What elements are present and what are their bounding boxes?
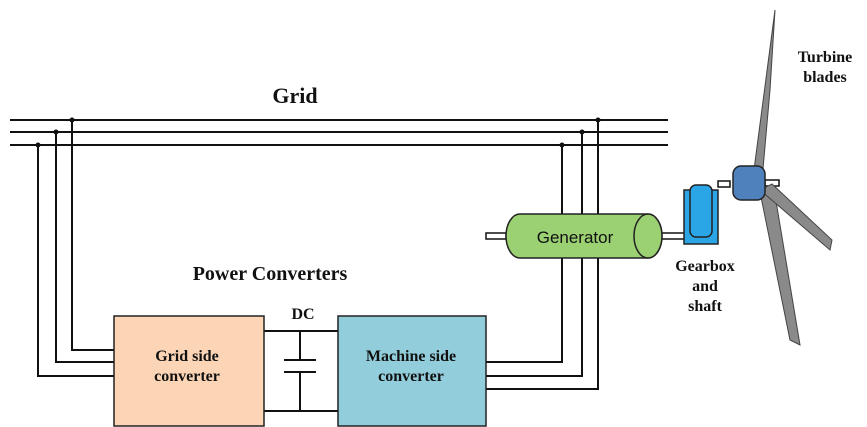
right-wire-3 [486, 120, 599, 390]
gearbox-shaft [717, 180, 731, 188]
dc-label: DC [291, 306, 315, 323]
grid-bus [10, 119, 668, 146]
left-wire-middle [55, 132, 114, 363]
generator-left-shaft [485, 232, 507, 240]
generator-label: Generator [536, 228, 614, 247]
grid-side-converter-label: Grid side converter [154, 348, 220, 385]
junction-dot [53, 129, 59, 135]
right-junction-dots [559, 117, 601, 148]
blade-top [751, 9, 776, 186]
generator-end-cap [633, 213, 663, 259]
blade-lower-right [759, 183, 833, 251]
dc-link [264, 330, 338, 412]
turbine-blades-label: Turbine blades [797, 49, 853, 86]
junction-dot [595, 117, 601, 123]
grid-side-converter-box [113, 315, 265, 427]
gearbox [683, 184, 719, 245]
gearbox-plate-front [689, 184, 713, 238]
junction-dot [559, 142, 565, 148]
left-wire-outer [37, 145, 114, 377]
power-converters-label: Power Converters [192, 263, 348, 285]
machine-side-converter-box [337, 315, 487, 427]
junction-dot [69, 117, 75, 123]
left-feeder-wires [37, 120, 114, 377]
left-junction-dots [35, 117, 75, 148]
junction-dot [579, 129, 585, 135]
machine-side-converter-label: Machine side converter [365, 348, 457, 385]
left-wire-inner [71, 120, 114, 351]
gearbox-shaft-label: Gearbox and shaft [675, 258, 735, 315]
junction-dot [35, 142, 41, 148]
turbine-blades [751, 9, 833, 346]
turbine-hub [732, 165, 766, 201]
grid-label: Grid [272, 83, 318, 108]
generator [505, 213, 663, 259]
